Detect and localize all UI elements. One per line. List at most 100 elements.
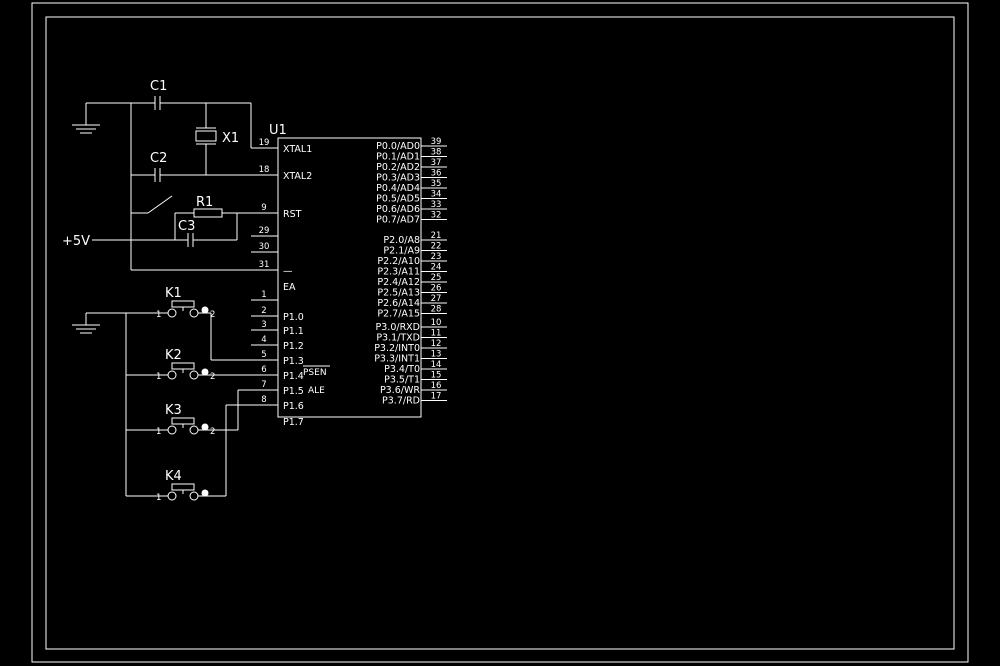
left-pin-number: 31 — [259, 260, 270, 270]
left-pin-name: XTAL2 — [283, 171, 312, 182]
right-pin-number: 13 — [431, 350, 442, 360]
right-pin-number: 38 — [431, 148, 442, 158]
left-pin-name: P1.3 — [283, 356, 304, 367]
left-pin-number: 5 — [261, 350, 266, 360]
right-pin-group: 39P0.0/AD038P0.1/AD137P0.2/AD236P0.3/AD3… — [374, 137, 447, 407]
key-contact-right — [189, 491, 199, 501]
inner-frame — [45, 16, 955, 650]
left-pin-name: P1.4 — [283, 371, 304, 382]
right-pin-name: P2.7/A15 — [377, 309, 420, 320]
right-pin-number: 32 — [431, 211, 442, 221]
x1-label: X1 — [222, 131, 239, 146]
c3-label: C3 — [178, 219, 195, 234]
key-dot — [201, 489, 209, 497]
right-pin-number: 34 — [431, 190, 442, 200]
ground-symbol — [72, 103, 100, 134]
key-pin2-label: 2 — [210, 372, 215, 382]
r1-label: R1 — [196, 195, 213, 210]
right-pin-name: P3.7/RD — [382, 396, 420, 407]
right-pin-number: 11 — [431, 329, 442, 339]
right-pin-name: P0.2/AD2 — [376, 162, 420, 173]
capacitor-c3 — [187, 233, 194, 247]
left-pin-name: P1.0 — [283, 312, 304, 323]
supply-label: +5V — [62, 234, 90, 249]
left-pin-group: 19XTAL118XTAL29RST293031—EA12P1.03P1.14P… — [251, 138, 312, 428]
right-pin-number: 21 — [431, 231, 442, 241]
right-pin-name: P0.3/AD3 — [376, 173, 420, 184]
c1-label: C1 — [150, 79, 167, 94]
left-pin-name: XTAL1 — [283, 144, 312, 155]
key-contact-left — [167, 425, 177, 435]
right-pin-number: 15 — [431, 371, 442, 381]
key-label: K2 — [165, 348, 182, 363]
ale-label: ALE — [308, 386, 325, 396]
resistor-r1 — [193, 208, 223, 218]
left-pin-name: P1.7 — [283, 417, 304, 428]
capacitor-c2 — [154, 168, 161, 182]
key-dot — [201, 368, 209, 376]
right-pin-name: P2.3/A11 — [377, 267, 420, 278]
key-dot — [201, 306, 209, 314]
right-pin-number: 10 — [431, 318, 442, 328]
right-pin-name: P2.2/A10 — [377, 256, 420, 267]
capacitor-c1 — [154, 96, 161, 110]
right-pin-number: 24 — [431, 263, 442, 273]
right-pin-name: P3.5/T1 — [384, 375, 420, 386]
crystal-x1 — [195, 103, 217, 175]
right-pin-name: P2.0/A8 — [383, 235, 420, 246]
key-contact-right — [189, 370, 199, 380]
right-pin-name: P2.1/A9 — [383, 246, 420, 257]
right-pin-number: 37 — [431, 158, 442, 168]
ic-ref-label: U1 — [269, 123, 287, 138]
right-pin-number: 39 — [431, 137, 442, 147]
left-pin-name: P1.2 — [283, 341, 304, 352]
right-pin-name: P0.5/AD5 — [376, 194, 420, 205]
psen-label: PSEN — [303, 368, 327, 378]
right-pin-number: 36 — [431, 169, 442, 179]
key-label: K1 — [165, 286, 182, 301]
key-dot — [201, 423, 209, 431]
right-pin-name: P3.6/WR — [380, 385, 420, 396]
right-pin-number: 16 — [431, 381, 442, 391]
right-pin-number: 22 — [431, 242, 442, 252]
right-pin-number: 17 — [431, 392, 442, 402]
key-pin2-label: 2 — [210, 427, 215, 437]
right-pin-number: 27 — [431, 294, 442, 304]
right-pin-name: P3.2/INT0 — [374, 343, 420, 354]
left-pin-name: RST — [283, 209, 302, 220]
left-pin-number: 9 — [261, 203, 266, 213]
right-pin-name: P0.6/AD6 — [376, 204, 420, 215]
key-pin1-label: 1 — [156, 310, 161, 320]
left-pin-number: 30 — [259, 242, 270, 252]
key-switch: K41 — [126, 469, 211, 503]
key-contact-right — [189, 308, 199, 318]
key-contact-left — [167, 370, 177, 380]
key-actuator — [171, 300, 195, 308]
left-pin-name: P1.5 — [283, 386, 304, 397]
right-pin-name: P2.5/A13 — [377, 288, 420, 299]
outer-frame — [31, 2, 969, 663]
left-pin-number: 29 — [259, 226, 270, 236]
left-pin-number: 1 — [261, 290, 266, 300]
key-contact-left — [167, 308, 177, 318]
left-pin-name: EA — [283, 282, 296, 293]
c2-label: C2 — [150, 151, 167, 166]
key-actuator — [171, 483, 195, 491]
left-pin-number: 18 — [259, 165, 270, 175]
left-pin-number: 19 — [259, 138, 270, 148]
right-pin-number: 33 — [431, 200, 442, 210]
key-pin1-label: 1 — [156, 493, 161, 503]
right-pin-name: P3.3/INT1 — [374, 354, 420, 365]
left-pin-name: P1.1 — [283, 326, 304, 337]
right-pin-name: P0.7/AD7 — [376, 215, 420, 226]
right-pin-name: P2.6/A14 — [377, 298, 420, 309]
key-actuator — [171, 417, 195, 425]
right-pin-number: 26 — [431, 284, 442, 294]
left-pin-name: P1.6 — [283, 401, 304, 412]
